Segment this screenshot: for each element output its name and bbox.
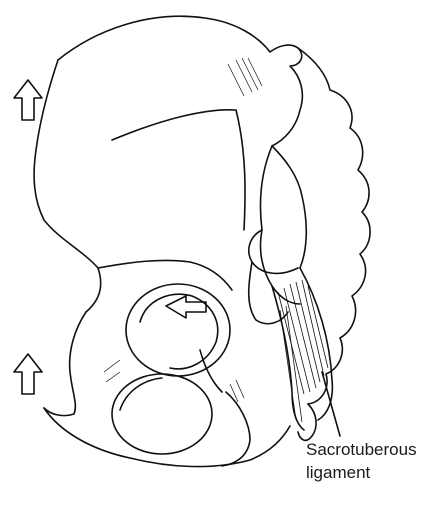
- ilium-left-rim: [34, 60, 101, 312]
- sacrum-inner-edge: [272, 146, 306, 268]
- sacrum-outline: [298, 48, 370, 404]
- up-arrow-icon: [14, 354, 42, 394]
- label-leader-line: [322, 372, 340, 436]
- ligament-inner: [272, 286, 304, 430]
- ligament-fibers: [278, 280, 328, 422]
- wing-shading: [104, 58, 262, 402]
- pubic-lower-edge: [44, 408, 290, 467]
- ligament-label-line1: Sacrotuberous: [306, 439, 417, 460]
- up-arrow-icon: [14, 80, 42, 120]
- obturator-shading: [120, 378, 162, 410]
- ischial-tuberosity: [222, 392, 250, 466]
- iliac-wing-outline: [58, 16, 302, 273]
- obturator-foramen: [112, 374, 212, 454]
- ischial-spine: [249, 262, 288, 324]
- arcuate-line: [112, 110, 245, 230]
- ligament-label-line2: ligament: [306, 462, 370, 483]
- acetabulum-rim: [126, 284, 230, 376]
- sciatic-notch: [260, 230, 300, 304]
- coccyx: [298, 404, 316, 440]
- pubic-ramus-outline: [44, 312, 86, 416]
